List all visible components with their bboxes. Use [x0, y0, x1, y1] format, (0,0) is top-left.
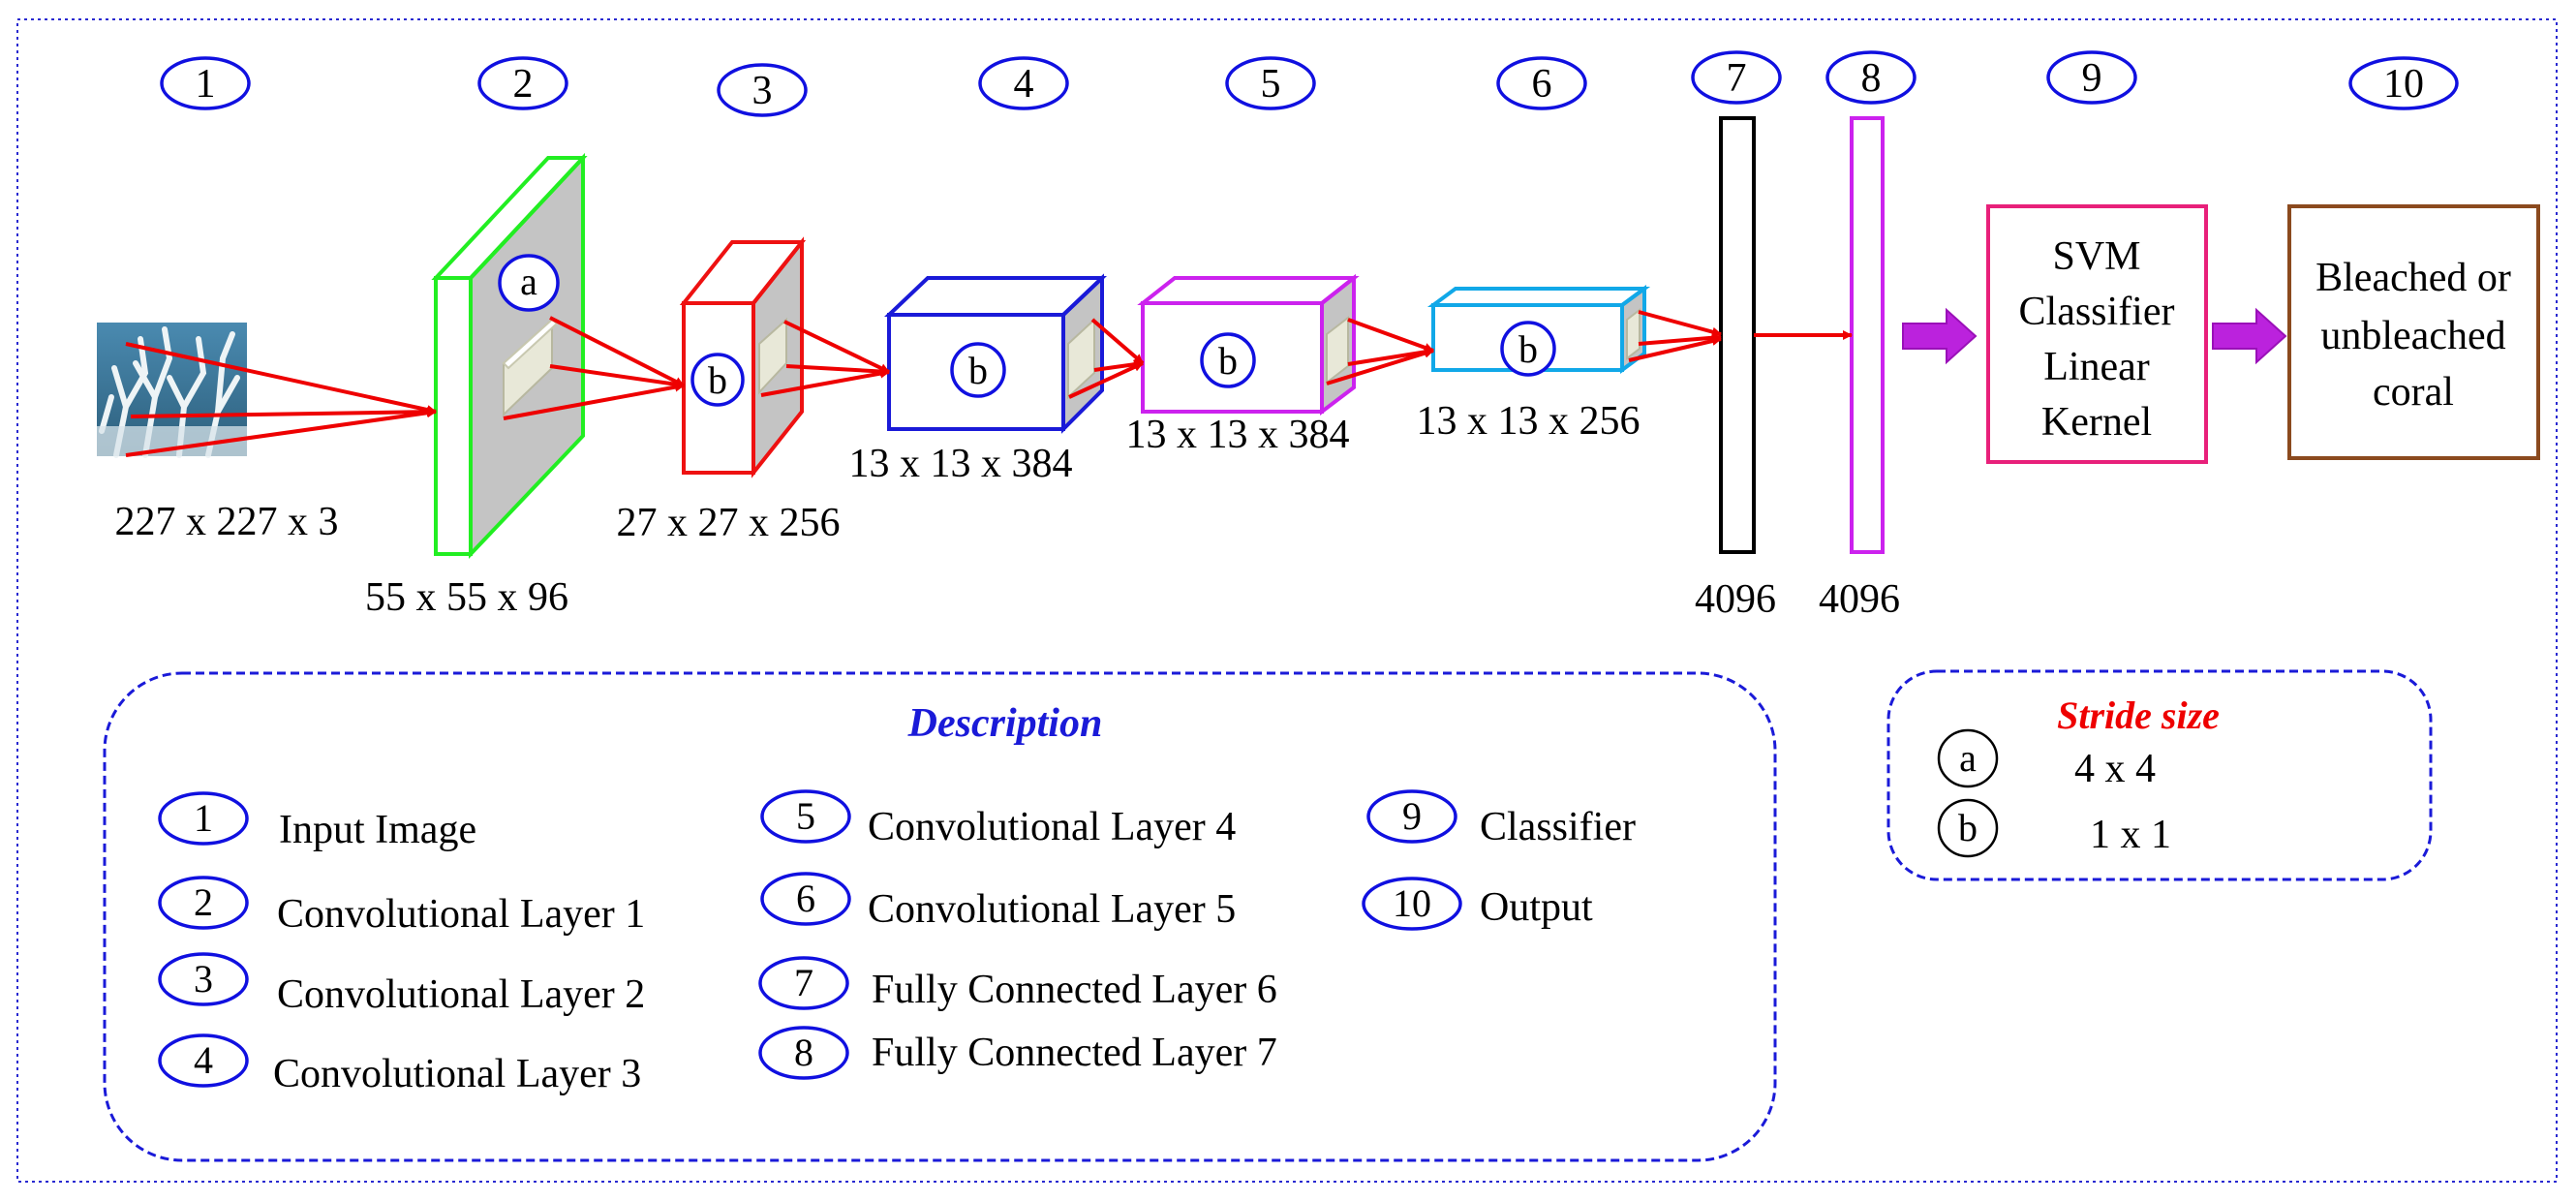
description-num-7: 7 — [794, 961, 813, 1004]
description-num-9: 9 — [1402, 794, 1422, 838]
svm-classifier-box — [1986, 204, 2208, 464]
classifier-line-4: Kernel — [2041, 400, 2152, 445]
output-line-2: unbleached — [2320, 314, 2505, 358]
stride-mark-conv1-label: a — [520, 260, 537, 303]
description-title: Description — [907, 701, 1103, 746]
stride-row-b-value: 1 x 1 — [2090, 813, 2171, 857]
description-label-5: Convolutional Layer 4 — [868, 805, 1236, 849]
input-coral-image — [97, 323, 247, 458]
output-box — [2287, 204, 2540, 460]
input-dimension: 227 x 227 x 3 — [115, 500, 339, 544]
fc7-layer — [1850, 116, 1885, 554]
description-num-2: 2 — [194, 880, 213, 924]
fc7-dimension: 4096 — [1819, 577, 1900, 622]
description-panel — [103, 671, 1777, 1162]
conv4-dimension: 13 x 13 x 384 — [1126, 413, 1350, 457]
layer-number-10: 10 — [2383, 62, 2424, 107]
description-label-4: Convolutional Layer 3 — [273, 1052, 641, 1096]
stride-title: Stride size — [2057, 693, 2220, 737]
red-arrows — [125, 310, 1853, 457]
fc6-layer — [1719, 116, 1756, 554]
layer-number-5: 5 — [1261, 62, 1281, 107]
output-line-1: Bleached or — [2315, 256, 2511, 300]
layer-number-3: 3 — [752, 69, 773, 113]
stride-mark-conv5 — [1500, 321, 1556, 377]
description-label-7: Fully Connected Layer 6 — [872, 968, 1277, 1012]
stride-mark-conv2 — [690, 353, 745, 407]
description-label-9: Classifier — [1480, 805, 1636, 849]
purple-arrow-to-classifier — [1902, 307, 1978, 365]
stride-mark-conv3-label: b — [968, 349, 988, 392]
layer-number-7: 7 — [1727, 56, 1747, 101]
description-num-6: 6 — [796, 877, 815, 920]
conv3-dimension: 13 x 13 x 384 — [849, 442, 1073, 486]
layer-number-6: 6 — [1532, 62, 1552, 107]
stride-row-b-letter: b — [1958, 806, 1978, 849]
stride-mark-conv5-label: b — [1518, 327, 1538, 371]
stride-mark-conv4 — [1200, 332, 1256, 388]
description-label-2: Convolutional Layer 1 — [277, 892, 645, 937]
layer-number-1: 1 — [196, 62, 216, 107]
description-num-4: 4 — [194, 1038, 213, 1082]
output-line-3: coral — [2373, 370, 2454, 415]
layer-number-row — [160, 50, 2459, 117]
conv2-block — [679, 236, 807, 478]
stride-row-b-mark — [1937, 798, 1999, 858]
stride-mark-conv1 — [498, 254, 560, 312]
description-label-8: Fully Connected Layer 7 — [872, 1031, 1277, 1075]
stride-panel — [1886, 669, 2433, 881]
layer-number-2: 2 — [513, 62, 534, 107]
conv5-dimension: 13 x 13 x 256 — [1417, 399, 1641, 444]
description-num-8: 8 — [794, 1031, 813, 1074]
conv2-dimension: 27 x 27 x 256 — [617, 501, 841, 545]
description-num-10: 10 — [1393, 881, 1431, 925]
stride-row-a-letter: a — [1959, 736, 1977, 780]
stride-mark-conv2-label: b — [708, 358, 727, 402]
classifier-line-1: SVM — [2052, 234, 2140, 279]
layer-number-8: 8 — [1861, 56, 1882, 101]
conv1-dimension: 55 x 55 x 96 — [365, 575, 568, 620]
classifier-line-3: Linear — [2043, 345, 2150, 389]
stride-mark-conv4-label: b — [1218, 339, 1238, 383]
description-num-3: 3 — [194, 957, 213, 1001]
description-label-10: Output — [1480, 885, 1593, 930]
conv1-block — [431, 152, 588, 560]
layer-number-4: 4 — [1014, 62, 1034, 107]
description-num-1: 1 — [194, 796, 213, 840]
description-label-6: Convolutional Layer 5 — [868, 887, 1236, 932]
layer-number-9: 9 — [2082, 56, 2102, 101]
stride-row-a-mark — [1937, 728, 1999, 788]
stride-mark-conv3 — [950, 342, 1006, 398]
classifier-line-2: Classifier — [2019, 290, 2175, 334]
purple-arrow-to-output — [2212, 307, 2287, 365]
stride-row-a-value: 4 x 4 — [2074, 747, 2156, 791]
description-label-3: Convolutional Layer 2 — [277, 972, 645, 1017]
description-number-ellipses — [158, 789, 1462, 1088]
description-label-1: Input Image — [279, 808, 476, 852]
description-num-5: 5 — [796, 794, 815, 838]
fc6-dimension: 4096 — [1695, 577, 1776, 622]
outer-frame — [16, 18, 2558, 1183]
conv4-block — [1137, 273, 1360, 416]
